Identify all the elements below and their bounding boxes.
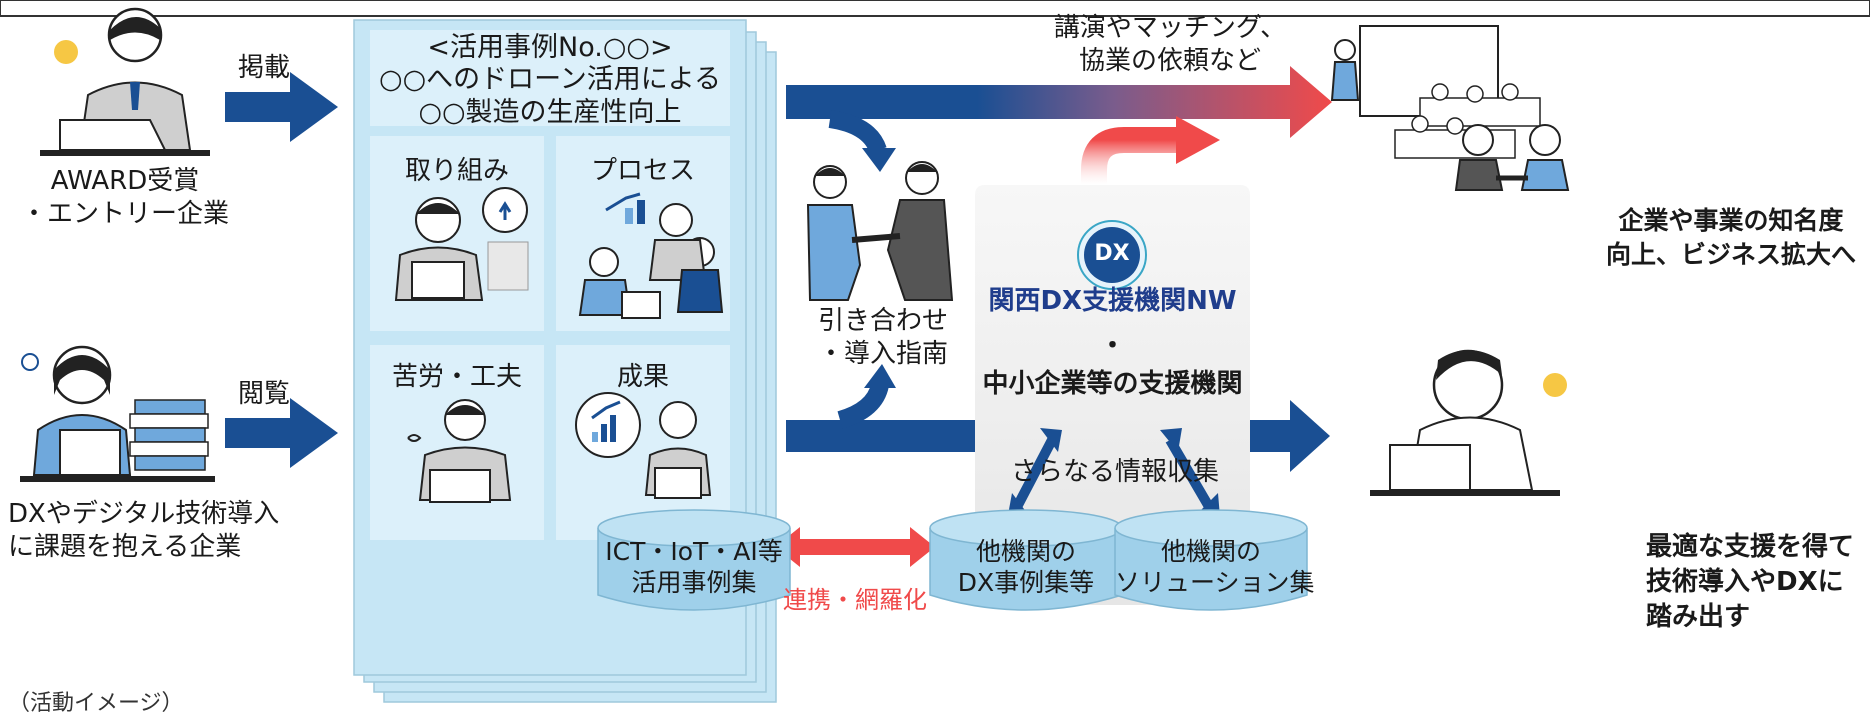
support-panel <box>975 185 1250 605</box>
business-handshake-illustration <box>1454 124 1570 191</box>
fame-outcome-line-2: 向上、ビジネス拡大へ <box>1605 239 1856 269</box>
introduce-line-1: 引き合わせ <box>817 306 948 336</box>
support-outcome: 最適な支援を得て 技術導入やDXに 踏み出す <box>1646 530 1854 635</box>
dx-logo-text: DX <box>1094 241 1130 266</box>
other-cases-label: 他機関の DX事例集等 <box>930 536 1122 599</box>
dx-logo <box>1077 220 1147 290</box>
other-solutions-line-1: 他機関の <box>1160 537 1261 566</box>
effort-illustration <box>394 187 529 301</box>
result-illustration <box>575 392 712 499</box>
introduce-line-2: ・導入指南 <box>817 338 948 369</box>
view-arrow <box>225 398 338 468</box>
problem-company-line-2: に課題を抱える企業 <box>8 531 242 562</box>
upward-arrow <box>1081 127 1180 185</box>
ict-database <box>597 509 791 611</box>
support-network-title: 関西DX支援機関NW <box>988 286 1237 316</box>
publish-label: 掲載 <box>238 53 291 83</box>
support-outcome-line-3: 踏み出す <box>1646 602 1751 633</box>
support-dot: ・ <box>1099 331 1126 361</box>
fame-outcome: 企業や事業の知名度 向上、ビジネス拡大へ <box>1600 204 1862 272</box>
award-company-label: AWARD受賞 ・エントリー企業 <box>20 165 230 230</box>
footnote: （活動イメージ） <box>8 691 184 716</box>
support-outcome-line-2: 技術導入やDXに <box>1646 567 1844 598</box>
support-org-title: 中小企業等の支援機関 <box>982 369 1243 399</box>
ict-database-line-2: 活用事例集 <box>631 568 757 598</box>
award-company-line-2: ・エントリー企業 <box>20 198 229 229</box>
other-solutions-database <box>1114 509 1308 611</box>
award-company-illustration <box>40 7 210 156</box>
award-company-line-1: AWARD受賞 <box>50 166 200 196</box>
presentation-illustration <box>1330 25 1541 159</box>
other-solutions-label: 他機関の ソリューション集 <box>1115 536 1315 599</box>
idea-person-illustration <box>1370 349 1567 496</box>
problem-company-label: DXやデジタル技術導入 に課題を抱える企業 <box>8 498 279 563</box>
other-solutions-line-2: ソリューション集 <box>1115 568 1315 598</box>
card-cell-result: 成果 <box>616 362 669 392</box>
link-label: 連携・網羅化 <box>783 586 927 614</box>
support-outcome-line-1: 最適な支援を得て <box>1646 532 1855 562</box>
card-cell-struggle: 苦労・工夫 <box>391 362 522 392</box>
request-arrow <box>786 66 1332 138</box>
curve-arrow-up <box>837 382 889 429</box>
other-cases-line-1: 他機関の <box>975 537 1076 566</box>
link-arrow <box>775 527 935 567</box>
ict-database-line-1: ICT・IoT・AI等 <box>605 537 783 566</box>
curve-arrow-down <box>828 110 887 154</box>
introduce-label: 引き合わせ ・導入指南 <box>808 305 958 370</box>
publish-arrow <box>225 72 338 142</box>
other-cases-database <box>929 509 1123 611</box>
problem-company-illustration <box>20 345 215 482</box>
handshake-illustration <box>806 161 954 301</box>
problem-company-line-1: DXやデジタル技術導入 <box>8 499 280 529</box>
other-cases-line-2: DX事例集等 <box>957 568 1095 598</box>
case-number: <活用事例No.○○> <box>427 32 673 63</box>
card-cell-process: プロセス <box>590 156 695 186</box>
case-card-header: <活用事例No.○○> ○○へのドローン活用による ○○製造の生産性向上 <box>370 32 730 129</box>
struggle-illustration <box>407 399 512 503</box>
ict-database-label: ICT・IoT・AI等 活用事例集 <box>598 536 790 599</box>
fame-outcome-line-1: 企業や事業の知名度 <box>1618 206 1844 235</box>
process-illustration <box>578 192 724 319</box>
case-title-line-2: ○○製造の生産性向上 <box>418 96 682 128</box>
top-border <box>0 0 1870 17</box>
more-info-label: さらなる情報収集 <box>1010 457 1219 487</box>
request-line-2: 協業の依頼など <box>1078 45 1261 76</box>
request-line-1: 講演やマッチング、 <box>1053 13 1287 43</box>
case-title-line-1: ○○へのドローン活用による <box>379 64 721 96</box>
view-label: 閲覧 <box>238 379 291 409</box>
card-cell-effort: 取り組み <box>404 156 509 186</box>
request-label: 講演やマッチング、 協業の依頼など <box>1040 12 1300 77</box>
